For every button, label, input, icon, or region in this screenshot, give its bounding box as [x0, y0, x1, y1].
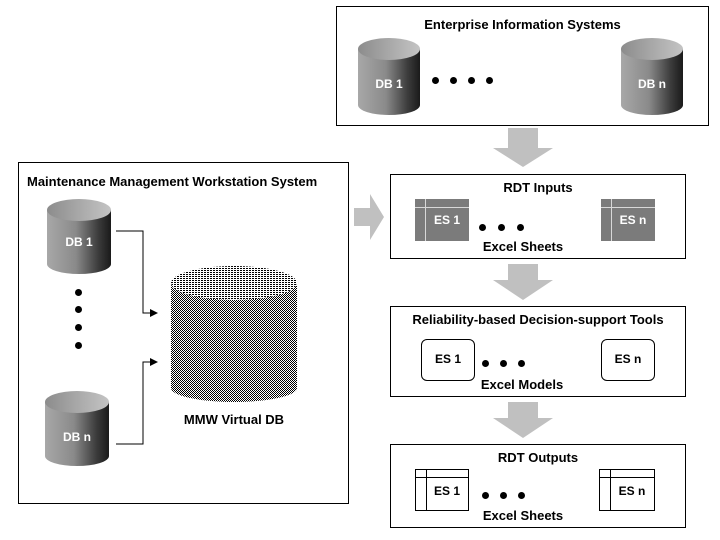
- ellipsis-dot: [75, 342, 82, 349]
- enterprise-panel: Enterprise Information Systems DB 1 DB n: [336, 6, 709, 126]
- enterprise-title: Enterprise Information Systems: [424, 17, 621, 32]
- ellipsis-dot: [486, 77, 493, 84]
- arrowhead-db1: [150, 309, 158, 317]
- rdt-tools-caption: Excel Models: [480, 377, 564, 392]
- ellipsis-dot: [75, 289, 82, 296]
- virtual-db-label: MMW Virtual DB: [183, 412, 285, 427]
- virtual-db-cylinder: [171, 266, 297, 402]
- sheet-label: ES 1: [433, 484, 460, 498]
- ellipsis-dot: [432, 77, 439, 84]
- db-cylinder: DB 1: [357, 37, 421, 117]
- rdt-tools-title: Reliability-based Decision-support Tools: [412, 312, 664, 327]
- rdt-inputs-title: RDT Inputs: [503, 180, 573, 195]
- excel-model-box: ES 1: [421, 339, 475, 381]
- ellipsis-dot: [517, 224, 524, 231]
- arrow-right-mmw-to-inputs: [354, 194, 384, 240]
- model-label: ES 1: [434, 352, 461, 366]
- rdt-inputs-panel: RDT Inputs ES 1 ES n Excel Sheets: [390, 174, 686, 259]
- rdt-outputs-title: RDT Outputs: [497, 450, 579, 465]
- db-label: DB 1: [65, 235, 93, 249]
- excel-sheet-dark: ES 1: [415, 199, 469, 241]
- sheet-label: ES n: [619, 213, 647, 227]
- model-label: ES n: [614, 352, 642, 366]
- connector-db1-to-virtual: [116, 230, 150, 314]
- excel-sheet-light: ES 1: [415, 469, 469, 511]
- arrow-down-inputs-to-tools: [493, 264, 553, 300]
- ellipsis-dot: [75, 306, 82, 313]
- ellipsis-dot: [75, 324, 82, 331]
- rdt-inputs-caption: Excel Sheets: [482, 239, 564, 254]
- sheet-label: ES n: [618, 484, 646, 498]
- db-cylinder: DB 1: [46, 198, 112, 276]
- arrow-down-tools-to-outputs: [493, 402, 553, 438]
- ellipsis-dot: [500, 492, 507, 499]
- ellipsis-dot: [468, 77, 475, 84]
- ellipsis-dot: [479, 224, 486, 231]
- db-label: DB n: [638, 77, 666, 91]
- sheet-label: ES 1: [433, 213, 460, 227]
- ellipsis-dot: [482, 360, 489, 367]
- arrowhead-dbn: [150, 358, 158, 366]
- rdt-tools-panel: Reliability-based Decision-support Tools…: [390, 306, 686, 397]
- excel-sheet-dark: ES n: [601, 199, 655, 241]
- excel-model-box: ES n: [601, 339, 655, 381]
- connector-dbn-to-virtual: [116, 361, 150, 445]
- ellipsis-dot: [518, 360, 525, 367]
- ellipsis-dot: [450, 77, 457, 84]
- arrow-down-eis-to-inputs: [493, 128, 553, 167]
- rdt-outputs-panel: RDT Outputs ES 1 ES n Excel Sheets: [390, 444, 686, 528]
- ellipsis-dot: [498, 224, 505, 231]
- ellipsis-dot: [500, 360, 507, 367]
- ellipsis-dot: [482, 492, 489, 499]
- ellipsis-dot: [518, 492, 525, 499]
- db-cylinder: DB n: [44, 390, 110, 468]
- db-label: DB n: [63, 430, 91, 444]
- db-label: DB 1: [375, 77, 403, 91]
- excel-sheet-light: ES n: [599, 469, 655, 511]
- db-cylinder: DB n: [620, 37, 684, 117]
- rdt-outputs-caption: Excel Sheets: [482, 508, 564, 523]
